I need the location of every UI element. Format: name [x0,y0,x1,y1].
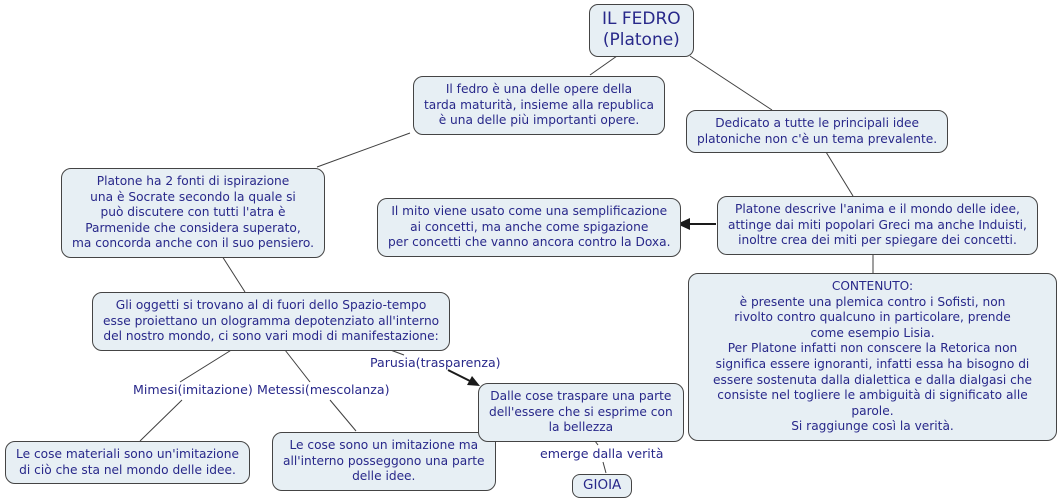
node-contenuto[interactable]: CONTENUTO: è presente una plemica contro… [688,273,1057,442]
link-label-mimesi[interactable]: Mimesi(imitazione) [133,382,253,397]
connector-dedicato-anima [825,151,854,197]
node-fonti[interactable]: Platone ha 2 fonti di ispirazione una è … [61,168,325,259]
node-imitazione[interactable]: Le cose sono un imitazione ma all'intern… [272,432,496,491]
node-oggetti[interactable]: Gli oggetti si trovano al di fuori dello… [92,292,451,351]
node-anima[interactable]: Platone descrive l'anima e il mondo dell… [717,196,1038,255]
link-label-emerge[interactable]: emerge dalla verità [540,446,664,461]
connector-parusia-traspare-arrow-shaft [447,369,471,382]
connector-ilfedro-opere [589,55,618,76]
connector-mimesi-materiali [139,399,183,442]
node-dedicato[interactable]: Dedicato a tutte le principali idee plat… [686,110,949,154]
connector-opere-fonti [316,132,411,168]
node-traspare[interactable]: Dalle cose traspare una parte dell'esser… [478,383,684,442]
arrowhead-left-icon [677,218,690,230]
arrowhead-downright-icon [467,376,480,386]
connector-oggetti-mimesi [179,348,234,383]
node-il-fedro[interactable]: IL FEDRO (Platone) [589,4,694,57]
node-mito[interactable]: Il mito viene usato come una semplificaz… [377,198,682,257]
connector-fonti-oggetti [221,255,246,293]
node-gioia[interactable]: GIOIA [572,474,633,499]
connector-oggetti-metessi [284,349,311,383]
connector-emerge-gioia [602,461,607,474]
node-opere[interactable]: Il fedro è una delle opere della tarda m… [413,76,665,135]
connector-metessi-imitazione [329,399,357,432]
node-materiali[interactable]: Le cose materiali sono un'imitazione di … [5,441,250,485]
link-label-parusia[interactable]: Parusia(trasparenza) [370,355,501,370]
connector-ilfedro-dedicato [689,55,773,111]
link-label-metessi[interactable]: Metessi(mescolanza) [257,382,390,397]
